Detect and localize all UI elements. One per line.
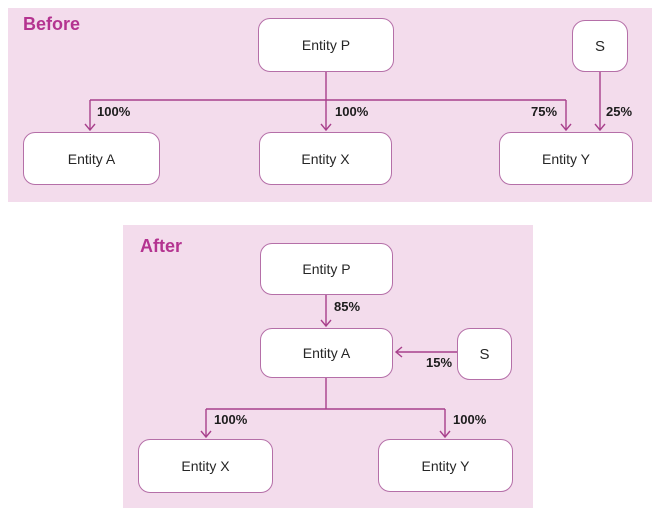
before-node-entity-y: Entity Y	[499, 132, 633, 185]
after-node-entity-p: Entity P	[260, 243, 393, 295]
after-title: After	[140, 236, 183, 256]
before-label-p-to-x: 100%	[335, 104, 369, 119]
after-label-a-to-y: 100%	[453, 412, 487, 427]
before-label-p-to-y: 75%	[531, 104, 558, 119]
before-label-s-to-y: 25%	[606, 104, 633, 119]
after-node-entity-x: Entity X	[138, 439, 273, 493]
after-node-s: S	[457, 328, 512, 380]
before-label-p-to-a: 100%	[97, 104, 131, 119]
after-label-p-to-a: 85%	[334, 299, 361, 314]
after-label-s-to-a: 15%	[426, 355, 453, 370]
after-label-a-to-x: 100%	[214, 412, 248, 427]
before-node-entity-x: Entity X	[259, 132, 392, 185]
after-node-entity-a: Entity A	[260, 328, 393, 378]
before-node-s: S	[572, 20, 628, 72]
after-node-entity-y: Entity Y	[378, 439, 513, 492]
before-node-entity-a: Entity A	[23, 132, 160, 185]
before-title: Before	[23, 14, 81, 34]
before-node-entity-p: Entity P	[258, 18, 394, 72]
